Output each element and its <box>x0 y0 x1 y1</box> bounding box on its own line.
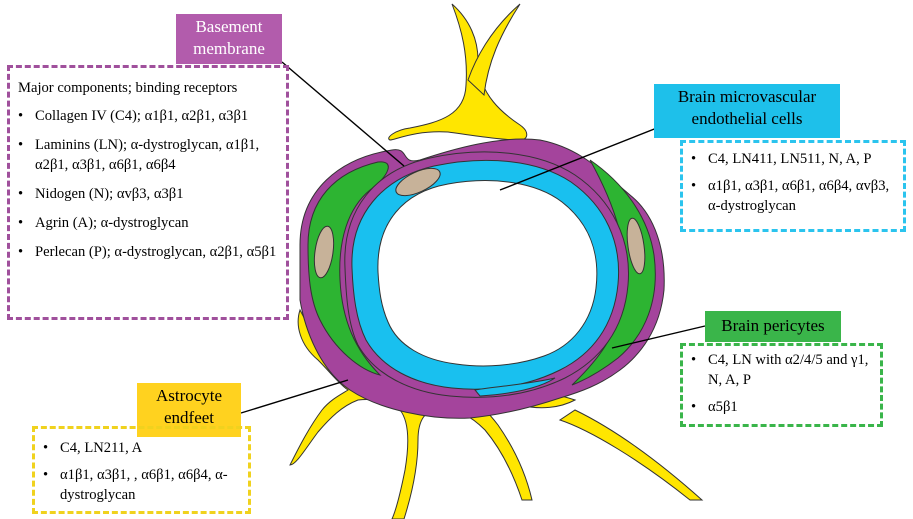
endothelial-cells-label: Brain microvascular endothelial cells <box>654 84 840 138</box>
astrocyte-connector <box>240 379 349 414</box>
endothelial-item: C4, LN411, LN511, N, A, P <box>691 149 895 169</box>
endothelial-list: C4, LN411, LN511, N, A, P α1β1, α3β1, α6… <box>691 149 895 216</box>
pericytes-list: C4, LN with α2/4/5 and γ1, N, A, P α5β1 <box>691 350 872 417</box>
endothelial-nucleus <box>395 167 441 197</box>
basement-membrane-label: Basement membrane <box>176 14 282 64</box>
pericytes-connector <box>611 325 706 349</box>
component-item: Nidogen (N); αvβ3, α3β1 <box>18 184 278 204</box>
pericyte-nucleus-left <box>313 225 335 279</box>
astrocyte-item: C4, LN211, A <box>43 438 240 458</box>
astrocyte-item: α1β1, α3β1, , α6β1, α6β4, α-dystroglycan <box>43 465 240 505</box>
basement-membrane-components-box: Major components; binding receptors Coll… <box>7 65 289 320</box>
endothelial-cells-box: C4, LN411, LN511, N, A, P α1β1, α3β1, α6… <box>680 140 906 232</box>
vessel-lumen <box>377 180 598 367</box>
astrocyte-endfeet-box: C4, LN211, A α1β1, α3β1, , α6β1, α6β4, α… <box>32 426 251 514</box>
endothelial-junction <box>474 377 556 397</box>
component-item: Collagen IV (C4); α1β1, α2β1, α3β1 <box>18 106 278 126</box>
endothelial-connector <box>499 121 673 191</box>
pericytes-item: α5β1 <box>691 397 872 417</box>
brain-pericytes-label: Brain pericytes <box>705 311 841 342</box>
endothelial-item: α1β1, α3β1, α6β1, α6β4, αvβ3, α-dystrogl… <box>691 176 895 216</box>
pericytes-item: C4, LN with α2/4/5 and γ1, N, A, P <box>691 350 872 390</box>
connector-lines <box>240 61 706 414</box>
vessel-wall <box>299 138 665 419</box>
component-item: Perlecan (P); α-dystroglycan, α2β1, α5β1 <box>18 242 278 262</box>
astrocyte-process-top-right <box>467 3 521 97</box>
brain-pericytes-box: C4, LN with α2/4/5 and γ1, N, A, P α5β1 <box>680 343 883 427</box>
component-item: Agrin (A); α-dystroglycan <box>18 213 278 233</box>
astrocyte-list: C4, LN211, A α1β1, α3β1, , α6β1, α6β4, α… <box>43 438 240 505</box>
pericyte-nucleus-right <box>626 217 646 275</box>
pericyte-left <box>307 161 389 376</box>
astrocyte-endfoot-right <box>558 409 704 501</box>
basement-connector <box>281 61 405 167</box>
component-item: Laminins (LN); α-dystroglycan, α1β1, α2β… <box>18 135 278 175</box>
components-heading: Major components; binding receptors <box>18 80 238 96</box>
components-list: Collagen IV (C4); α1β1, α2β1, α3β1 Lamin… <box>18 106 278 262</box>
